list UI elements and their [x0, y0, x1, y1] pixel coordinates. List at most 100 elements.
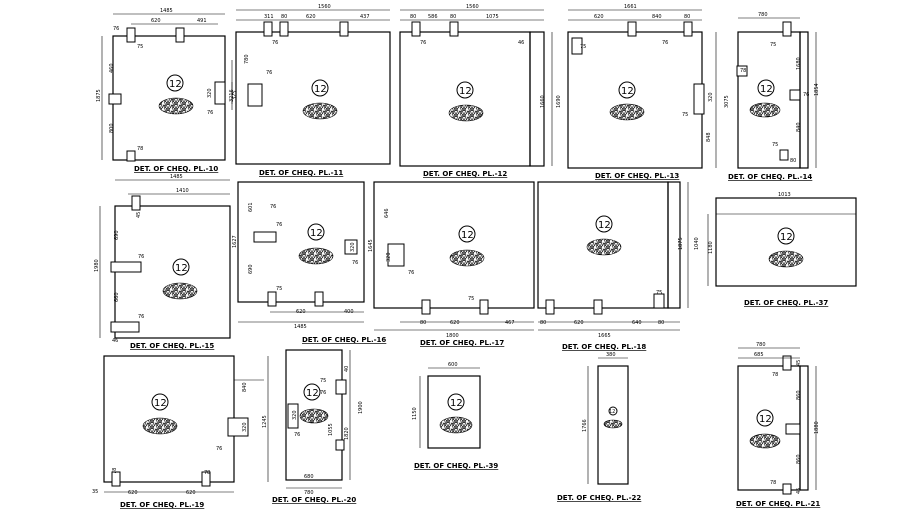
dim-text: 680: [304, 474, 314, 480]
dim-text: 76: [207, 110, 213, 116]
dim-text: 320: [242, 422, 248, 432]
dim-text: 400: [344, 309, 354, 315]
dim-text: 76: [420, 40, 426, 46]
dim-text: 1665: [598, 333, 611, 339]
dim-text: 1180: [708, 241, 714, 254]
dim-text: 80: [281, 14, 287, 20]
plate-mark-circle: [447, 393, 465, 411]
dim-text: 76: [408, 270, 414, 276]
dim-text: 76: [294, 432, 300, 438]
dim-text: 320: [292, 410, 298, 420]
dim-text: 3075: [724, 95, 730, 108]
dim-text: 46: [112, 338, 118, 344]
dim-text: 660: [114, 292, 120, 302]
dim-text: 78: [112, 468, 118, 474]
dim-text: 460: [109, 63, 115, 73]
dim-text: 76: [266, 70, 272, 76]
plate-mark-circle: [456, 81, 474, 99]
dim-text: 840: [242, 382, 248, 392]
plate-title: DET. OF CHEQ. PL.-21: [736, 500, 820, 508]
plate-mark: 12: [306, 388, 319, 399]
chequered-hatch: [749, 433, 781, 449]
plate-mark: 12: [310, 228, 323, 239]
chequered-hatch: [302, 102, 338, 120]
dim-text: 640: [632, 320, 642, 326]
chequered-hatch: [448, 104, 484, 122]
dim-text: 620: [186, 490, 196, 496]
dim-text: 780: [756, 342, 766, 348]
plate-mark-circle: [151, 393, 169, 411]
plate-pl-22: 380 1766 12 DET. OF CHEQ. PL.-22: [557, 352, 641, 502]
plate-title: DET. OF CHEQ. PL.-17: [420, 339, 504, 347]
dim-text: 1485: [294, 324, 307, 330]
chequered-hatch: [142, 417, 178, 435]
dim-text: 780: [244, 54, 250, 64]
plate-pl-10: 1485 620 491 76 75 460 1875 800 78 320 3…: [96, 8, 238, 173]
plate-pl-39: 600 1150 12 DET. OF CHEQ. PL.-39: [412, 362, 498, 470]
dim-text: 860: [796, 454, 802, 464]
dim-text: 1660: [540, 95, 546, 108]
plate-pl-18: 1875 75 80 620 640 80 1665 1040 12 DET. …: [537, 181, 700, 351]
plate-mark: 12: [175, 263, 188, 274]
dim-text: 1410: [176, 188, 189, 194]
plate-mark-circle: [166, 74, 184, 92]
plate-title: DET. OF CHEQ. PL.-19: [120, 501, 204, 509]
plate-mark: 12: [780, 232, 793, 243]
plate-mark-circle: [618, 81, 636, 99]
chequered-hatch: [158, 97, 194, 115]
chequered-hatch: [749, 102, 781, 118]
dim-text: 311: [264, 14, 274, 20]
plate-mark-circle: [757, 79, 775, 97]
dim-text: 1680: [796, 57, 802, 70]
dim-text: 1075: [486, 14, 499, 20]
plate-mark: 12: [169, 79, 182, 90]
dim-text: 80: [790, 158, 796, 164]
dim-text: 78: [740, 68, 746, 74]
plate-mark-circle: [172, 258, 190, 276]
dim-text: 840: [796, 122, 802, 132]
plate-mark-circle: [595, 215, 613, 233]
dim-text: 1875: [96, 89, 102, 102]
dim-text: 75: [468, 296, 474, 302]
dim-text: 600: [448, 362, 458, 368]
plate-title: DET. OF CHEQ. PL.-16: [302, 336, 386, 344]
dim-text: 45: [136, 212, 142, 218]
plate-pl-20: 75 40 76 320 1900 1055 76 1820 680 780 1…: [272, 349, 364, 504]
dim-text: 601: [248, 202, 254, 212]
dim-text: 76: [216, 446, 222, 452]
dim-text: 75: [276, 286, 282, 292]
dim-text: 1560: [466, 4, 479, 10]
plate-mark-circle: [777, 227, 795, 245]
plate-title: DET. OF CHEQ. PL.-12: [423, 170, 507, 178]
dim-text: 45: [796, 488, 802, 494]
dim-text: 1900: [358, 401, 364, 414]
plate-pl-17: 646 320 76 75 80 620 467 1800 12 DET. OF…: [373, 181, 535, 347]
dim-text: 620: [594, 14, 604, 20]
dim-text: 1627: [232, 235, 238, 248]
plate-pl-13: 1661 620 840 80 75 76 3075 320 75 848 12…: [567, 4, 730, 180]
plate-title: DET. OF CHEQ. PL.-13: [595, 172, 679, 180]
dim-text: 1055: [328, 423, 334, 436]
plate-mark: 12: [459, 86, 472, 97]
plate-title: DET. OF CHEQ. PL.-15: [130, 342, 214, 350]
plate-mark: 12: [598, 220, 611, 231]
dim-text: 3216: [229, 89, 235, 102]
plate-pl-15: 1485 1410 45 690 76 1980 660 76 46 12 DE…: [94, 174, 231, 350]
dim-text: 467: [505, 320, 515, 326]
dim-text: 76: [803, 92, 809, 98]
dim-text: 76: [276, 222, 282, 228]
dim-text: 80: [684, 14, 690, 20]
dim-text: 437: [360, 14, 370, 20]
dim-text: 320: [207, 88, 213, 98]
dim-text: 76: [662, 40, 668, 46]
dim-text: 1766: [582, 419, 588, 432]
dim-text: 840: [652, 14, 662, 20]
plate-pl-14: 780 75 78 76 1680 1854 840 75 80 12 DET.…: [728, 12, 820, 181]
plate-pl-16: 601 76 1627 690 320 1645 76 76 75 620 40…: [232, 181, 386, 344]
plate-mark-circle: [307, 223, 325, 241]
dim-text: 40: [344, 366, 350, 372]
plate-pl-21: 780 685 45 78 860 1880 860 78 45 12 DET.…: [736, 342, 820, 508]
chequered-hatch: [603, 419, 623, 429]
dim-text: 75: [682, 112, 688, 118]
